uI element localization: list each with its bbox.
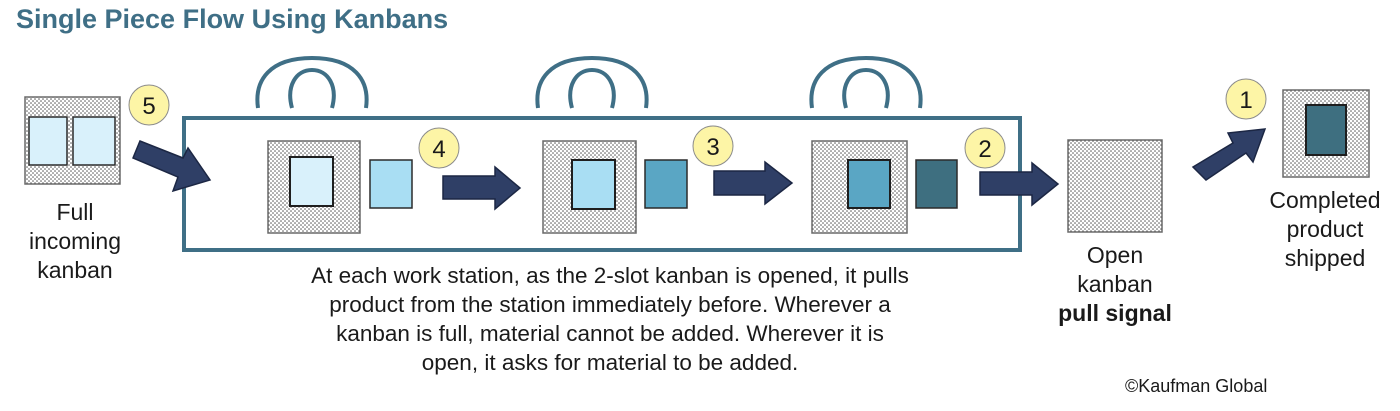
incoming-slot-2 — [72, 116, 116, 166]
station-3-item — [847, 159, 891, 209]
operator-loop-2 — [535, 55, 649, 109]
step-number-2: 2 — [978, 136, 991, 163]
description-line: At each work station, as the 2-slot kanb… — [311, 263, 909, 288]
open-kanban — [1067, 139, 1163, 233]
label-line: Full — [56, 199, 94, 225]
step-badge-2 — [964, 127, 1006, 169]
copyright-notice: ©Kaufman Global — [1125, 376, 1268, 396]
step-badge-3 — [692, 125, 734, 167]
arrow-to-completed — [1191, 128, 1267, 181]
step-number-3: 3 — [706, 134, 719, 161]
label-line: incoming — [28, 228, 122, 254]
arrow-station-1-to-2 — [442, 165, 522, 211]
step-number-5: 5 — [142, 93, 155, 120]
label-line: product — [1286, 216, 1364, 242]
label-full-incoming-kanban: Full incoming kanban — [20, 198, 130, 285]
station-1-item — [289, 156, 334, 207]
arrow-to-open-kanban — [979, 161, 1060, 207]
step-badge-5 — [128, 84, 170, 126]
arrow-into-line — [132, 140, 212, 193]
label-line: Completed — [1269, 187, 1381, 213]
description-text: At each work station, as the 2-slot kanb… — [210, 261, 1010, 377]
incoming-slot-1 — [28, 116, 68, 166]
label-line: kanban — [1077, 271, 1153, 297]
description-line: open, it asks for material to be added. — [421, 350, 799, 375]
station-2-item — [571, 159, 616, 210]
step-badge-4 — [418, 127, 460, 169]
station-1-output — [369, 159, 413, 209]
label-line: kanban — [37, 257, 113, 283]
label-line: Open — [1086, 242, 1144, 268]
operator-loop-3 — [809, 55, 923, 109]
step-number-1: 1 — [1239, 87, 1252, 114]
description-line: kanban is full, material cannot be added… — [336, 321, 884, 346]
label-line: shipped — [1284, 245, 1366, 271]
label-open-kanban: Open kanban pull signal — [1040, 241, 1190, 328]
arrow-station-2-to-3 — [713, 160, 794, 206]
description-line: product from the station immediately bef… — [329, 292, 891, 317]
completed-item — [1305, 104, 1347, 156]
diagram-title: Single Piece Flow Using Kanbans — [16, 4, 449, 34]
step-number-4: 4 — [432, 136, 445, 163]
station-3-output — [915, 159, 958, 209]
operator-loop-1 — [255, 55, 369, 109]
label-completed-product: Completed product shipped — [1255, 186, 1395, 273]
label-pull-signal: pull signal — [1058, 300, 1172, 326]
step-badge-1 — [1225, 78, 1267, 120]
station-2-output — [644, 159, 688, 209]
